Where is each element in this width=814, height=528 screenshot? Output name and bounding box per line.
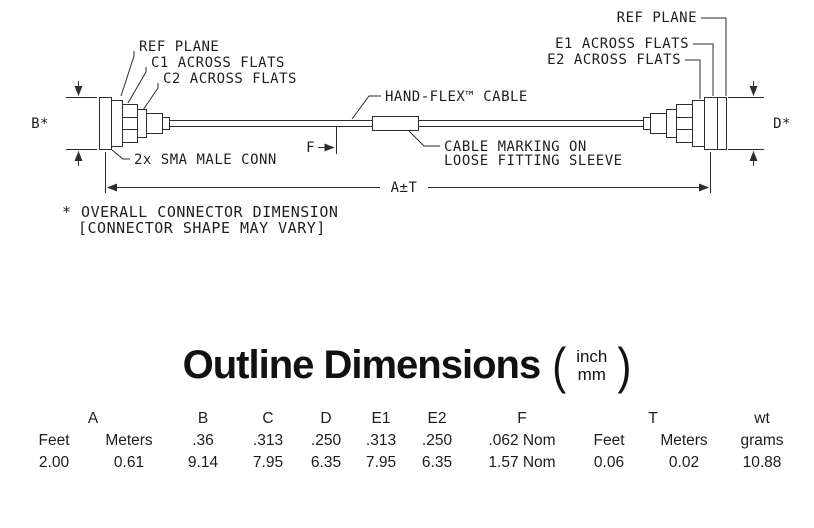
cell: 6.35 (421, 454, 453, 471)
connector-face (717, 97, 727, 150)
cell: .062 Nom (488, 432, 556, 449)
cell: .313 (365, 432, 397, 449)
connector-step (666, 109, 677, 138)
col-header-e1: E1 (371, 410, 391, 427)
cell: Feet (38, 432, 70, 449)
leader-c1 (127, 67, 147, 104)
paren-close: ) (617, 336, 632, 394)
cell: 0.61 (113, 454, 145, 471)
dim-label-b: B* (31, 116, 49, 132)
cell: grams (740, 432, 784, 449)
cell: .313 (252, 432, 284, 449)
col-header-t: T (648, 410, 658, 427)
cell: 6.35 (310, 454, 342, 471)
col-header-a: A (87, 410, 99, 427)
leader-ref-plane-left (120, 51, 135, 97)
table-units-row: Feet Meters .36 .313 .250 .313 .250 .062… (18, 430, 796, 452)
leader-hand-flex (351, 95, 381, 120)
cell: .250 (421, 432, 453, 449)
dimension-f (318, 127, 337, 154)
label-hand-flex-cable: HAND-FLEX™ CABLE (385, 89, 528, 105)
label-ref-plane-left: REF PLANE (139, 39, 219, 55)
section-title: Outline Dimensions ( inch mm ) (0, 336, 814, 394)
leader-lines (111, 17, 727, 160)
marking-sleeve (372, 116, 419, 131)
connector-step (137, 109, 147, 138)
cell: 7.95 (365, 454, 397, 471)
connector-flange (99, 97, 112, 150)
cell: .36 (192, 432, 214, 449)
dimension-d (728, 81, 764, 166)
connector-barrel (650, 113, 667, 134)
dim-label-f: F (306, 140, 315, 156)
footnote-line-1: * OVERALL CONNECTOR DIMENSION (62, 203, 338, 221)
unit-mm: mm (577, 364, 606, 384)
dim-label-d: D* (773, 116, 791, 132)
connector-hex-nut (676, 104, 693, 143)
connector-ferrule (162, 117, 170, 130)
cell: .250 (310, 432, 342, 449)
col-header-f: F (517, 410, 527, 427)
leader-e2 (685, 59, 701, 99)
cell: 1.57 Nom (488, 454, 556, 471)
units-stack: inch mm (576, 346, 608, 384)
cell: Feet (593, 432, 625, 449)
col-header-d: D (320, 410, 332, 427)
paren-open: ( (552, 336, 567, 394)
col-header-c: C (262, 410, 274, 427)
label-ref-plane-right: REF PLANE (617, 10, 697, 26)
leader-sma (111, 149, 130, 160)
dimension-a (105, 152, 711, 193)
label-c2-across-flats: C2 ACROSS FLATS (163, 71, 297, 87)
connector-flange (704, 97, 718, 150)
right-sma-connector (643, 97, 727, 150)
table-values-row: 2.00 0.61 9.14 7.95 6.35 7.95 6.35 1.57 … (18, 452, 796, 474)
cell: Meters (660, 432, 708, 449)
label-e1-across-flats: E1 ACROSS FLATS (555, 36, 689, 52)
dimensions-table: A B C D E1 E2 F T wt Feet Meters .36 .31… (18, 408, 796, 474)
label-e2-across-flats: E2 ACROSS FLATS (547, 52, 681, 68)
col-header-e2: E2 (427, 410, 447, 427)
leader-e1 (693, 43, 714, 96)
unit-inch: inch (576, 346, 608, 366)
cell: 10.88 (742, 454, 782, 471)
leader-c2 (142, 83, 159, 111)
table-header-row: A B C D E1 E2 F T wt (18, 408, 796, 430)
label-c1-across-flats: C1 ACROSS FLATS (151, 55, 285, 71)
cell: 0.02 (668, 454, 700, 471)
hand-flex-cable (169, 116, 644, 131)
connector-barrel (146, 113, 163, 134)
col-header-wt: wt (754, 410, 770, 427)
label-sma-male-conn: 2x SMA MALE CONN (134, 152, 277, 168)
cell: 7.95 (252, 454, 284, 471)
col-header-b: B (197, 410, 209, 427)
dimension-b (66, 81, 97, 166)
label-cable-marking-2: LOOSE FITTING SLEEVE (444, 153, 623, 169)
label-cable-marking-1: CABLE MARKING ON (444, 139, 587, 155)
cell: 9.14 (187, 454, 219, 471)
cell: 0.06 (593, 454, 625, 471)
leader-marking (408, 130, 440, 147)
connector-hex-nut (122, 104, 138, 143)
footnote-line-2: [CONNECTOR SHAPE MAY VARY] (78, 219, 326, 237)
cell: 2.00 (38, 454, 70, 471)
connector-plate (111, 100, 123, 147)
page-title: Outline Dimensions (182, 343, 542, 387)
left-sma-connector (99, 97, 170, 150)
connector-plate (692, 100, 705, 147)
dim-label-a: A±T (391, 180, 418, 196)
connector-ferrule (643, 117, 651, 130)
outline-drawing: REF PLANE C1 ACROSS FLATS C2 ACROSS FLAT… (31, 10, 791, 237)
cell: Meters (105, 432, 153, 449)
leader-ref-plane-right (701, 17, 727, 96)
